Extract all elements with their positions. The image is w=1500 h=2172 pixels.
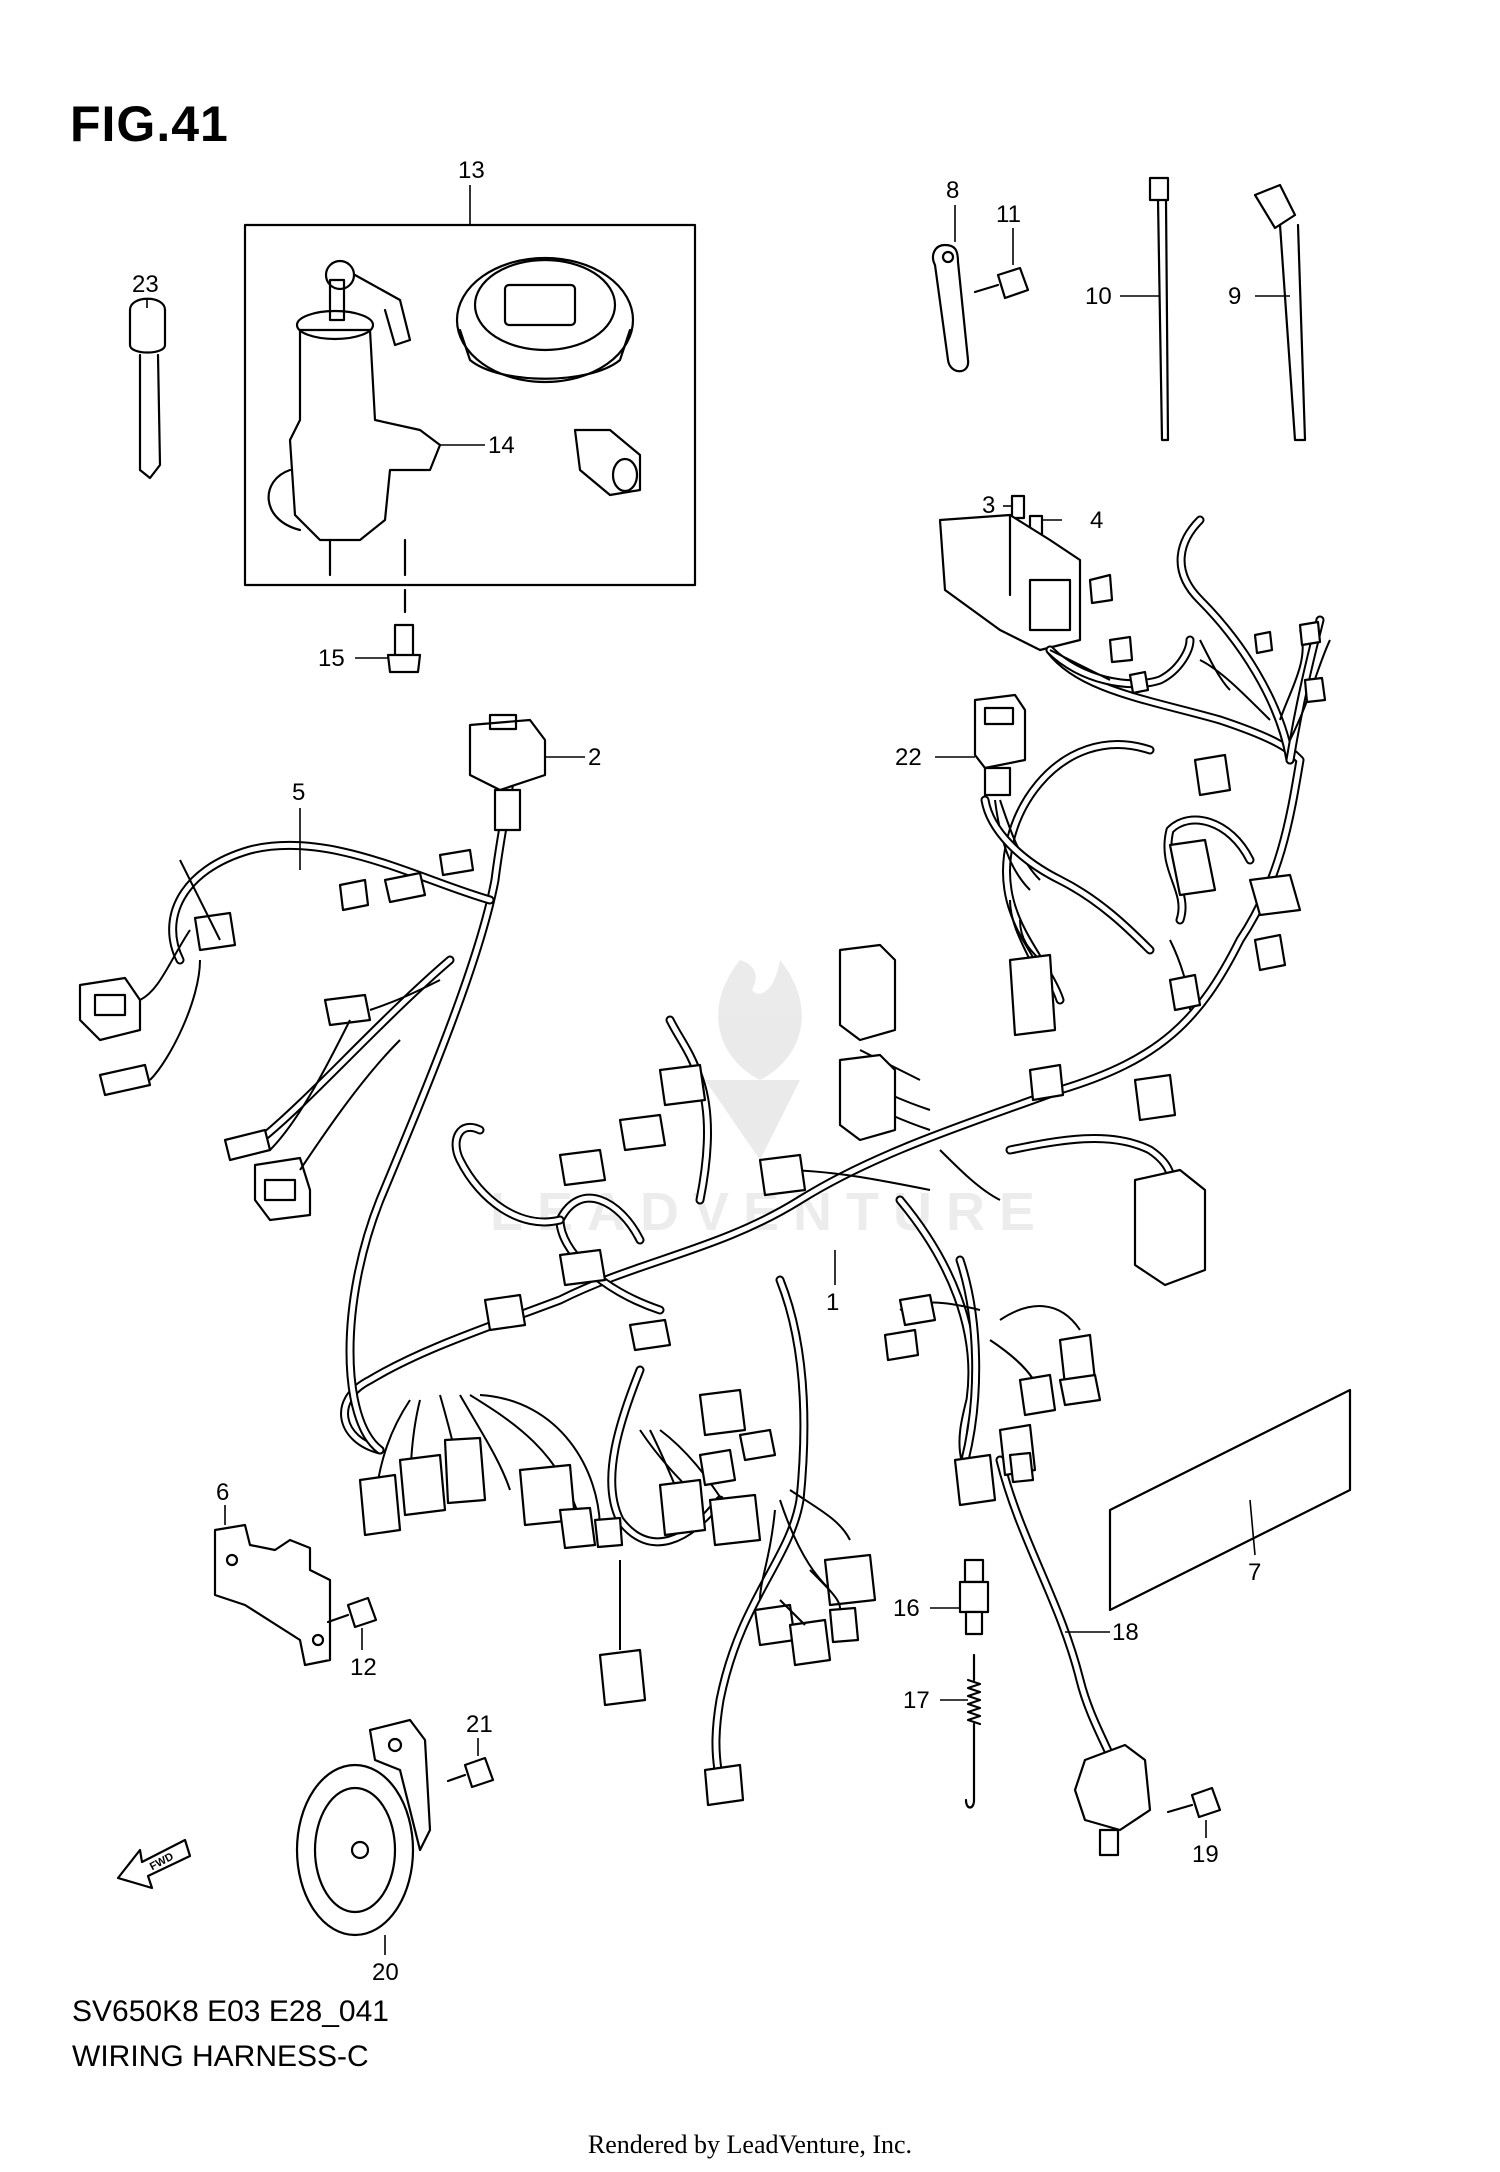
connector-icon [253,1156,312,1222]
callout-15: 15 [318,645,345,672]
bracket-icon [213,1523,332,1667]
relay-icon [973,693,1027,797]
connector-icon [483,1063,807,1437]
connector-icon [838,573,1327,1287]
callout-13: 13 [458,157,485,184]
callout-21: 21 [466,1711,493,1738]
callout-9: 9 [1228,283,1241,310]
flame-logo-icon [705,960,802,1160]
connector-icon [598,1428,877,1807]
connector-icon [98,1063,152,1097]
callout-2: 2 [588,744,601,771]
callout-23: 23 [132,271,159,298]
connector-icon [323,993,372,1027]
callout-10: 10 [1085,283,1112,310]
connector-icon [223,1128,272,1162]
key-icon [128,297,167,480]
callout-1: 1 [826,1289,839,1316]
section-name: WIRING HARNESS-C [72,2040,369,2073]
callout-19: 19 [1192,1841,1219,1868]
horn-icon [295,1718,432,1937]
fuse-box-icon [938,513,1082,652]
screw-icon [326,1596,378,1629]
callout-16: 16 [893,1595,920,1622]
spring-icon [964,1653,982,1809]
connector-icon [358,1436,624,1550]
screw-icon [973,266,1030,300]
label-sheet-icon [1108,1388,1352,1612]
watermark-text: LEADVENTURE [490,1182,1049,1242]
callout-7: 7 [1248,1559,1261,1586]
cable-tie-icon [1253,183,1307,442]
switch-icon [1073,1743,1152,1857]
connector-icon [78,976,142,1042]
callout-4: 4 [1090,507,1103,534]
callout-3: 3 [982,492,995,519]
connector-icon [883,1293,1102,1507]
callout-5: 5 [292,779,305,806]
callout-6: 6 [216,1479,229,1506]
rendered-by-credit: Rendered by LeadVenture, Inc. [587,2130,913,2159]
fwd-arrow-icon: FWD [116,1838,192,1890]
connector-icon [468,713,547,832]
fuel-cap-icon [455,256,635,384]
callout-14: 14 [488,432,515,459]
callout-20: 20 [372,1959,399,1986]
callout-22: 22 [895,744,922,771]
model-code: SV650K8 E03 E28_041 [72,1995,389,2028]
callout-8: 8 [946,177,959,204]
switch-icon [958,1558,990,1636]
figure-title: FIG.41 [70,96,229,152]
clip-icon [931,243,970,373]
connector-icon [338,848,475,912]
screw-icon [1166,1786,1222,1819]
callout-11: 11 [996,201,1021,228]
ignition-switch-icon [267,259,442,577]
lock-cylinder-icon [573,428,642,497]
screw-icon [386,588,422,674]
cable-tie-icon [1148,176,1170,442]
callout-17: 17 [903,1687,930,1714]
callout-12: 12 [350,1654,377,1681]
callout-18: 18 [1112,1619,1139,1646]
screw-icon [446,1756,495,1789]
